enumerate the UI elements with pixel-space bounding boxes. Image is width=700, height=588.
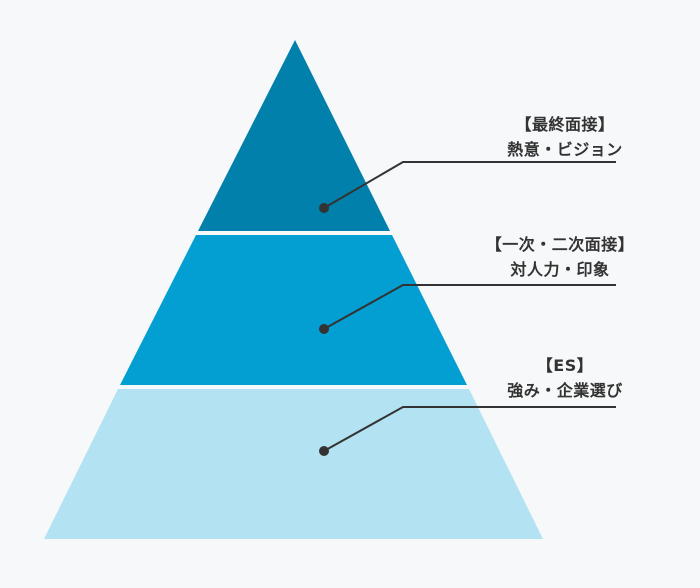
callout-middle <box>319 284 616 334</box>
pyramid-tier-top <box>198 40 390 231</box>
callout-dot-middle <box>319 324 329 334</box>
label-title: 【一次・二次面接】 <box>485 235 635 254</box>
label-es: 【ES】 強み・企業選び <box>465 353 665 403</box>
callout-line-bottom <box>323 406 616 452</box>
label-subtitle: 対人力・印象 <box>510 260 610 279</box>
label-final-interview: 【最終面接】 熱意・ビジョン <box>465 112 665 162</box>
label-subtitle: 強み・企業選び <box>507 381 623 400</box>
callout-dot-bottom <box>319 446 329 456</box>
pyramid-tier-bottom <box>44 389 543 539</box>
callout-bottom <box>319 406 616 456</box>
pyramid-tier-middle <box>120 235 467 385</box>
label-first-second-interview: 【一次・二次面接】 対人力・印象 <box>460 232 660 282</box>
label-title: 【ES】 <box>536 356 594 375</box>
callout-dot-top <box>319 203 329 213</box>
callout-line-top <box>323 161 616 209</box>
label-subtitle: 熱意・ビジョン <box>507 140 623 159</box>
callout-line-middle <box>323 284 616 330</box>
callout-top <box>319 161 616 213</box>
label-title: 【最終面接】 <box>515 115 615 134</box>
